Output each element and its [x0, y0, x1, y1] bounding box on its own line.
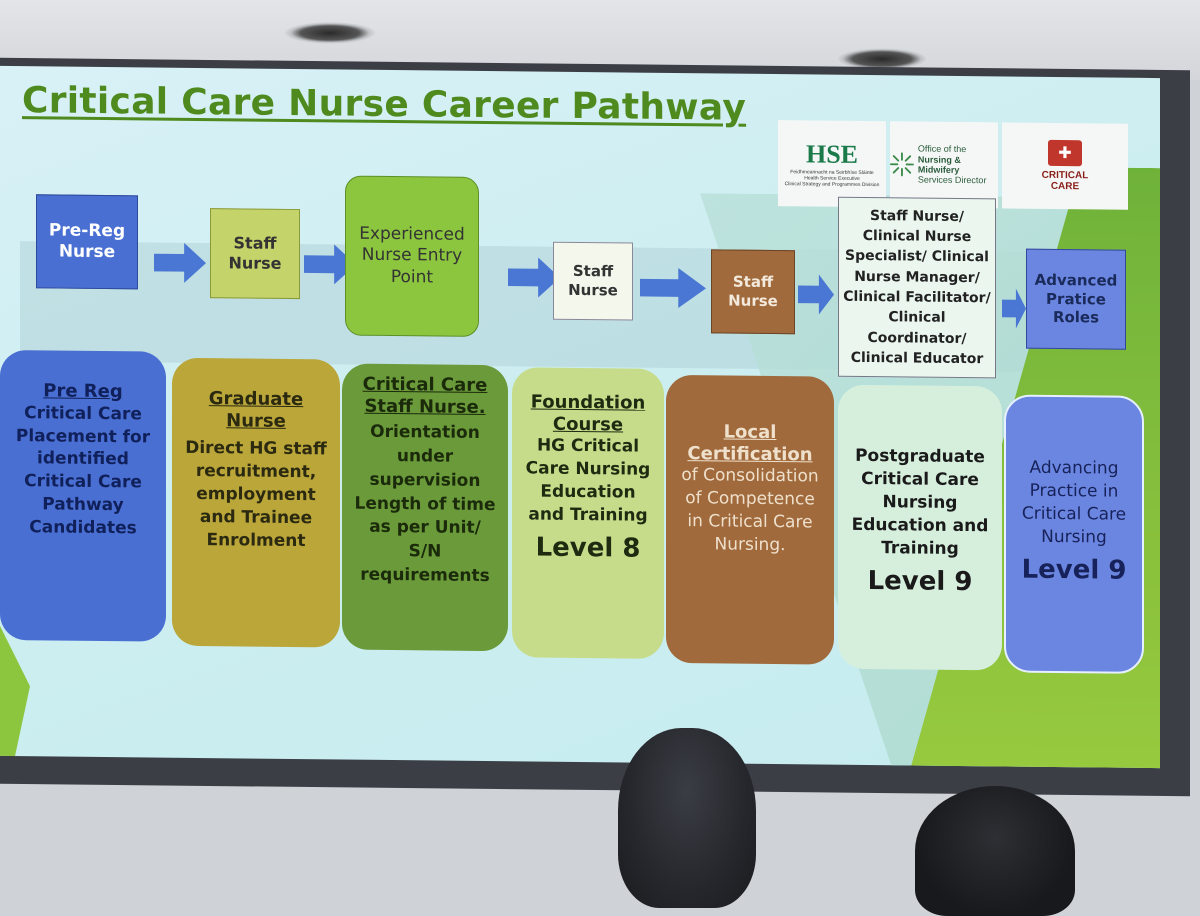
audience-head-right [915, 786, 1075, 916]
pathway-step-label: Staff Nurse [712, 273, 794, 311]
pathway-step-clinical-roles: Staff Nurse/ Clinical Nurse Specialist/ … [838, 197, 996, 379]
ceiling-light-left [284, 22, 376, 44]
card-body: Direct HG staff recruitment, employment … [182, 437, 330, 553]
pathway-step-label: Advanced Pratice Roles [1027, 271, 1125, 328]
card-graduate-nurse: Graduate Nurse Direct HG staff recruitme… [172, 358, 340, 648]
slide-title: Critical Care Nurse Career Pathway [22, 80, 746, 129]
card-level: Level 9 [1016, 554, 1132, 585]
card-body: Orientation under supervision Length of … [352, 421, 498, 589]
pathway-step-advanced-practice: Advanced Pratice Roles [1026, 249, 1126, 350]
card-body: Critical Care Placement for identified C… [10, 402, 156, 541]
hse-mark: HSE [806, 139, 858, 170]
card-body: of Consolidation of Competence in Critic… [676, 464, 824, 557]
card-foundation-course: Foundation Course HG Critical Care Nursi… [512, 367, 664, 659]
card-heading: Local Certification [676, 421, 824, 466]
card-critical-care-staff-nurse: Critical Care Staff Nurse. Orientation u… [342, 364, 508, 652]
critical-care-mark-icon: ✚ [1048, 140, 1082, 166]
logo-strip: HSE Feidhmeannacht na Seirbhíse Sláinte … [778, 120, 1148, 210]
card-advancing-practice: Advancing Practice in Critical Care Nurs… [1004, 394, 1144, 673]
card-local-certification: Local Certification of Consolidation of … [666, 375, 834, 665]
card-heading: Foundation Course [522, 391, 654, 436]
pathway-step-label: Staff Nurse [554, 262, 632, 300]
critical-care-logo: ✚ CRITICAL CARE [1002, 122, 1128, 209]
card-heading: Pre Reg [10, 380, 156, 403]
starburst-icon [890, 151, 914, 177]
card-heading: Graduate Nurse [182, 388, 330, 433]
card-heading: Critical Care Staff Nurse. [352, 374, 498, 419]
card-level: Level 9 [848, 565, 992, 597]
pathway-step-label: Experienced Nurse Entry Point [346, 224, 478, 289]
pathway-step-staff-nurse-2: Staff Nurse [553, 242, 633, 321]
pathway-step-staff-nurse-1: Staff Nurse [210, 208, 300, 299]
card-body: HG Critical Care Nursing Education and T… [522, 435, 654, 528]
projected-slide: Critical Care Nurse Career Pathway HSE F… [0, 66, 1160, 768]
card-postgraduate: Postgraduate Critical Care Nursing Educa… [838, 385, 1002, 671]
onmsd-line2: Nursing & Midwifery [918, 154, 998, 176]
pathway-step-pre-reg: Pre-Reg Nurse [36, 194, 138, 289]
critical-care-label: CRITICAL CARE [1042, 170, 1089, 192]
card-body: Postgraduate Critical Care Nursing Educa… [848, 445, 992, 561]
pathway-step-label: Staff Nurse [211, 233, 299, 274]
card-pre-reg: Pre Reg Critical Care Placement for iden… [0, 350, 166, 642]
card-level: Level 8 [522, 532, 654, 563]
pathway-step-experienced-entry: Experienced Nurse Entry Point [345, 176, 479, 337]
background-green-sliver [0, 626, 30, 768]
onmsd-line3: Services Director [918, 175, 998, 186]
onmsd-line1: Office of the [918, 144, 998, 155]
hse-logo: HSE Feidhmeannacht na Seirbhíse Sláinte … [778, 120, 886, 207]
onmsd-logo: Office of the Nursing & Midwifery Servic… [890, 121, 998, 208]
hse-line3: Clinical Strategy and Programmes Divisio… [785, 181, 880, 188]
pathway-step-label: Staff Nurse/ Clinical Nurse Specialist/ … [843, 206, 991, 370]
audience-head-left [618, 728, 756, 908]
pathway-step-label: Pre-Reg Nurse [37, 220, 137, 264]
pathway-step-staff-nurse-3: Staff Nurse [711, 249, 795, 334]
card-body: Advancing Practice in Critical Care Nurs… [1016, 457, 1132, 550]
